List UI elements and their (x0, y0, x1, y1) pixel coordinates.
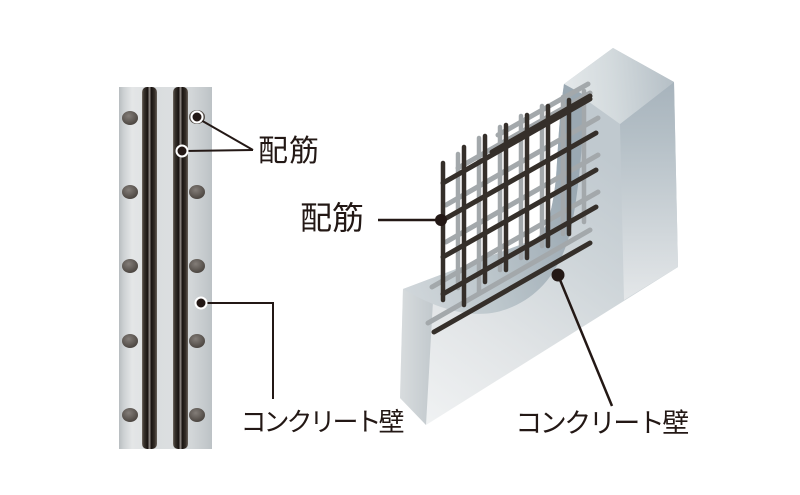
rebar-end-dot (122, 111, 138, 125)
rebar-end-dot (189, 334, 205, 348)
rebar-end-dot (189, 259, 205, 273)
rebar-end-dot (189, 185, 205, 199)
rebar-end-dot (122, 334, 138, 348)
left-wall-cross-section (119, 87, 212, 449)
leader-dot (194, 296, 208, 310)
left-concrete-wall-label: コンクリート壁 (240, 408, 404, 437)
right-rebar-label: 配筋 (299, 200, 365, 236)
front-horizontal-bars (431, 93, 599, 335)
back-horizontal-bars (425, 81, 601, 326)
leader-dot (190, 110, 204, 124)
vertical-rebar-bars (142, 87, 188, 449)
rebar-bar (173, 87, 188, 449)
left-rebar-leader (183, 118, 254, 152)
leader-lines (175, 110, 614, 407)
block-top-face (564, 48, 674, 124)
left-rebar-label: 配筋 (258, 135, 320, 168)
wall-end-face (400, 289, 433, 425)
leader-dots (175, 110, 565, 310)
rebar-bar (142, 87, 157, 449)
rebar-end-dot (122, 259, 138, 273)
leader-dot (551, 268, 565, 282)
left-wall-leader (201, 302, 274, 399)
right-concrete-wall-label: コンクリート壁 (515, 408, 689, 439)
rebar-end-dot (122, 408, 138, 422)
right-wall-leader (556, 274, 614, 407)
right-wall-isometric (400, 48, 678, 425)
rebar-end-dot (122, 185, 138, 199)
leader-dot (175, 144, 189, 158)
leader-dot (435, 214, 447, 226)
rebar-end-dot (189, 408, 205, 422)
block-right-face (620, 82, 678, 300)
rebar-mesh-front (431, 93, 599, 335)
